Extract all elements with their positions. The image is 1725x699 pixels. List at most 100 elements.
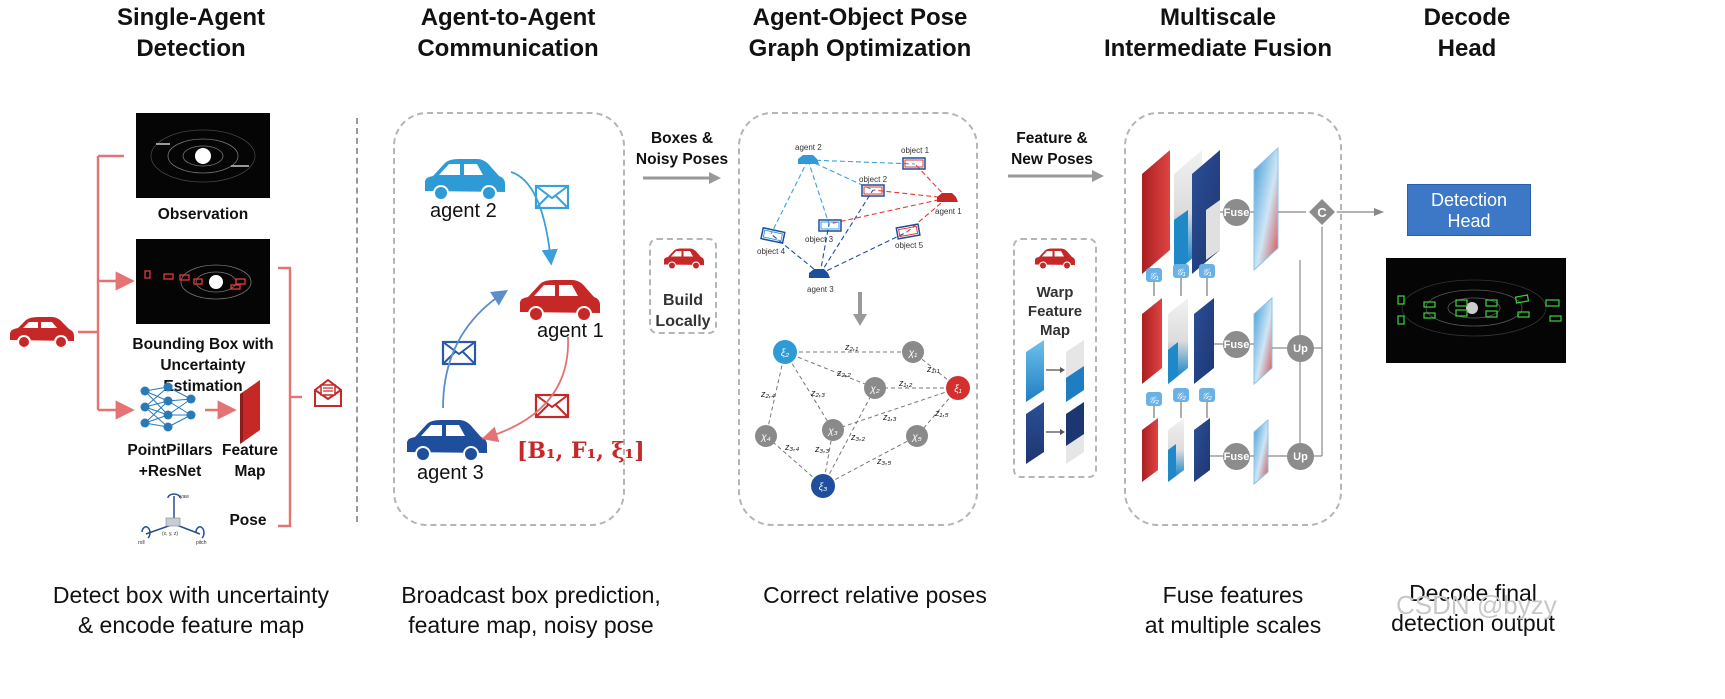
arrow-label-line: New Poses xyxy=(1011,151,1093,168)
arrow-right-icon xyxy=(643,172,721,184)
edge-label: z₁,₅ xyxy=(934,408,949,418)
fuse-node: Fuse xyxy=(1223,331,1250,358)
graph-node-chi1: χ₁ xyxy=(908,348,918,359)
detection-output-image xyxy=(1386,258,1566,363)
desc-line: feature map, noisy pose xyxy=(408,612,654,638)
communication-diagram xyxy=(407,159,600,462)
title-line: Agent-to-Agent xyxy=(420,4,596,31)
warp-label-line: Feature xyxy=(1027,303,1083,320)
graph-node-chi3: χ₃ xyxy=(827,426,837,437)
observation-label: Observation xyxy=(157,206,249,223)
agent-1-car-icon xyxy=(520,280,600,322)
stage-title-pose-graph: Agent-Object Pose Graph Optimization xyxy=(745,2,975,64)
open-envelope-icon xyxy=(314,378,342,407)
lidar-observation-image xyxy=(136,113,270,198)
bounding-box-image xyxy=(136,239,270,324)
ego-car-icon xyxy=(10,317,74,349)
pose-yaw-label: yaw xyxy=(180,494,189,500)
stage-description-fusion: Fuse features at multiple scales xyxy=(1124,580,1342,640)
scene-object-label: object 2 xyxy=(859,175,888,184)
agent-object-scene: agent 2 agent 1 agent 3 object 1 object … xyxy=(757,143,962,294)
edge-label: z₃,₃ xyxy=(814,444,830,454)
arrow-right-icon xyxy=(1008,170,1104,182)
desc-line: Fuse features xyxy=(1162,582,1304,608)
single-agent-connectors xyxy=(78,154,302,528)
bbox-label-line: Bounding Box with xyxy=(132,336,274,353)
watermark: CSDN @byzy xyxy=(1396,590,1557,620)
g1-label: 𝒢₁ xyxy=(1149,271,1158,281)
arrow-label-line: Noisy Poses xyxy=(635,151,729,168)
backbone-label-line: PointPillars xyxy=(127,442,213,459)
title-line: Agent-Object Pose xyxy=(752,4,968,31)
warp-feature-map-box xyxy=(1013,238,1097,478)
warp-feature-map-label: Warp Feature Map xyxy=(1013,283,1097,340)
title-line: Head xyxy=(1437,35,1497,62)
pose-roll-label: roll xyxy=(138,540,145,546)
feature-map-label: Feature Map xyxy=(212,440,288,482)
concat-node: C xyxy=(1317,205,1327,220)
desc-line: Decode final xyxy=(1409,580,1537,606)
stage-description-single-agent: Detect box with uncertainty & encode fea… xyxy=(40,580,342,640)
desc-line: Broadcast box prediction, xyxy=(401,582,661,608)
scene-object-label: object 3 xyxy=(805,235,834,244)
graph-node-xi2: ξ₂ xyxy=(781,348,789,359)
upsample-node: Up xyxy=(1287,335,1314,362)
title-line: Decode xyxy=(1423,4,1511,31)
scene-object-label: object 1 xyxy=(901,146,930,155)
agent-3-car-icon xyxy=(407,420,487,462)
backbone-label-line: +ResNet xyxy=(138,463,202,480)
edge-label: z₁,₁ xyxy=(926,364,940,374)
edge-label: z₂,₃ xyxy=(810,388,825,398)
g2-label: 𝒢₂ xyxy=(1202,391,1212,401)
communication-box xyxy=(393,112,625,526)
agent-3-label: agent 3 xyxy=(417,462,484,484)
g2-label: 𝒢₂ xyxy=(1176,391,1186,401)
red-car-icon xyxy=(664,248,704,270)
scene-agent-label: agent 3 xyxy=(807,285,834,294)
bbox-label: Bounding Box with Uncertainty Estimation xyxy=(124,334,282,397)
scene-object-label: object 4 xyxy=(757,247,786,256)
title-line: Multiscale xyxy=(1159,4,1277,31)
g2-label: 𝒢₂ xyxy=(1149,395,1159,405)
agent-2-car-icon xyxy=(425,159,505,201)
desc-line: & encode feature map xyxy=(77,612,305,638)
graph-node-chi2: χ₂ xyxy=(869,384,879,395)
stage-title-fusion: Multiscale Intermediate Fusion xyxy=(1103,2,1333,64)
feature-label-line: Map xyxy=(234,463,266,480)
build-label-line: Locally xyxy=(655,313,711,330)
fuse-node: Fuse xyxy=(1223,199,1250,226)
desc-line: Correct relative poses xyxy=(763,582,987,608)
arrow-down-icon xyxy=(853,292,867,326)
neural-network-icon xyxy=(140,382,196,432)
desc-line: at multiple scales xyxy=(1144,612,1322,638)
envelope-icon xyxy=(441,340,477,366)
broadcast-message-label: [B₁, F₁, ξ₁] xyxy=(517,438,645,464)
pose-graph-box xyxy=(738,112,978,526)
build-locally-box xyxy=(649,238,717,334)
envelope-icon xyxy=(534,393,570,419)
pose-pitch-label: pitch xyxy=(196,540,207,546)
pose-xyz-label: (x, y, z) xyxy=(162,531,178,537)
agent-2-label: agent 2 xyxy=(430,200,497,222)
bbox-label-line: Uncertainty Estimation xyxy=(160,357,246,395)
fusion-box xyxy=(1124,112,1342,526)
fuse-node: Fuse xyxy=(1223,443,1250,470)
stage-title-decode: Decode Head xyxy=(1412,2,1522,64)
edge-label: z₁,₂ xyxy=(898,378,913,388)
title-line: Communication xyxy=(417,35,599,62)
stage-title-single-agent: Single-Agent Detection xyxy=(96,2,286,64)
edge-label: z₃,₅ xyxy=(876,456,892,466)
build-label-line: Build xyxy=(663,292,703,309)
edge-label: z₂,₄ xyxy=(760,389,775,399)
detection-head-line: Detection xyxy=(1430,190,1508,210)
detection-head-block: Detection Head xyxy=(1407,184,1531,236)
scene-agent-label: agent 1 xyxy=(935,207,962,216)
factor-graph: ξ₂ ξ₁ ξ₃ χ₁ χ₂ χ₃ χ₄ χ₅ z₂,₁ z₂,₂ z₂,₃ z… xyxy=(755,340,970,498)
build-locally-label: Build Locally xyxy=(649,290,717,332)
title-line: Single-Agent xyxy=(117,4,265,31)
stage-title-communication: Agent-to-Agent Communication xyxy=(408,2,608,64)
arrow-label-line: Feature & xyxy=(1016,130,1088,147)
edge-label: z₃,₄ xyxy=(784,442,800,452)
stage-divider xyxy=(356,118,358,522)
backbone-label: PointPillars +ResNet xyxy=(122,440,218,482)
